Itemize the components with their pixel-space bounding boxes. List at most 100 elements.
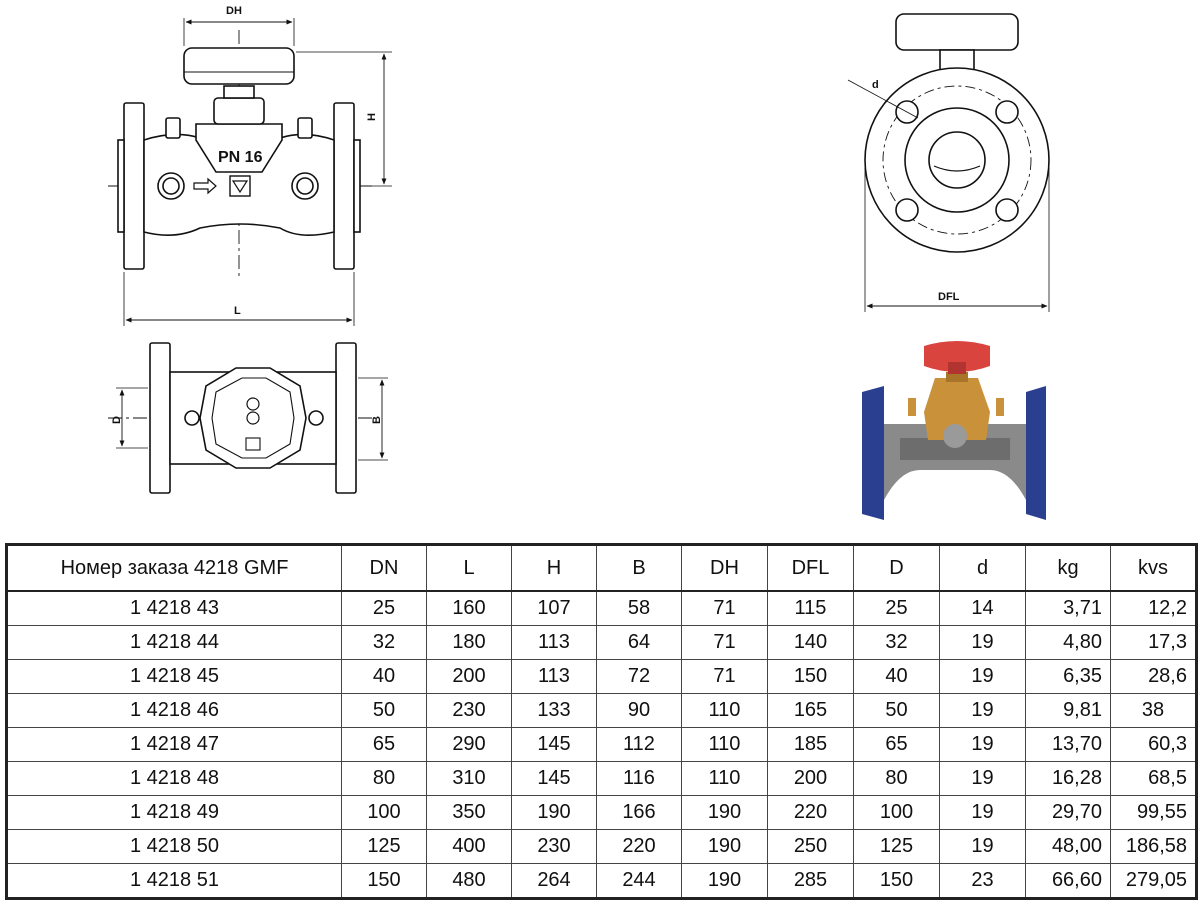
cell-dfl: 250 [767, 829, 854, 864]
cell-dfl: 200 [767, 761, 854, 796]
cell-order-number: 1 4218 44 [6, 625, 342, 660]
cell-dfl: 115 [767, 590, 854, 626]
cell-b: 64 [596, 625, 682, 660]
cell-d-upper: 80 [853, 761, 940, 796]
cell-b: 112 [596, 727, 682, 762]
cell-dn: 65 [341, 727, 427, 762]
table-row: 1 4218 50 125 400 230 220 190 250 125 19… [6, 829, 1197, 864]
cell-kvs: 28,6 [1110, 659, 1197, 694]
cell-kvs: 68,5 [1110, 761, 1197, 796]
cell-kg: 66,60 [1025, 863, 1111, 899]
cell-l: 290 [426, 727, 512, 762]
cell-b: 72 [596, 659, 682, 694]
cell-dn: 50 [341, 693, 427, 728]
dim-label-d: D [111, 416, 123, 424]
header-l: L [426, 544, 512, 592]
cell-dh: 71 [681, 590, 768, 626]
cell-b: 90 [596, 693, 682, 728]
cell-d-upper: 150 [853, 863, 940, 899]
cell-d-upper: 65 [853, 727, 940, 762]
cell-kvs: 12,2 [1110, 590, 1197, 626]
cell-order-number: 1 4218 43 [6, 590, 342, 626]
header-dfl: DFL [767, 544, 854, 592]
cell-order-number: 1 4218 50 [6, 829, 342, 864]
cell-l: 160 [426, 590, 512, 626]
cell-d-lower: 19 [939, 795, 1026, 830]
cell-d-lower: 19 [939, 693, 1026, 728]
cell-d-lower: 19 [939, 829, 1026, 864]
cell-d-upper: 50 [853, 693, 940, 728]
cell-kvs: 99,55 [1110, 795, 1197, 830]
dim-label-bore-d: d [872, 79, 879, 91]
cell-d-lower: 19 [939, 727, 1026, 762]
cell-kg: 3,71 [1025, 590, 1111, 626]
cell-order-number: 1 4218 46 [6, 693, 342, 728]
side-view [847, 13, 1050, 312]
technical-drawing: DH H L PN 16 D B [108, 5, 1050, 520]
header-h: H [511, 544, 597, 592]
cell-d-lower: 19 [939, 625, 1026, 660]
cell-l: 400 [426, 829, 512, 864]
cell-kg: 9,81 [1025, 693, 1111, 728]
cell-h: 230 [511, 829, 597, 864]
cell-kg: 48,00 [1025, 829, 1111, 864]
table-row: 1 4218 44 32 180 113 64 71 140 32 19 4,8… [6, 625, 1197, 660]
cell-l: 230 [426, 693, 512, 728]
cell-kvs: 17,3 [1110, 625, 1197, 660]
cell-l: 350 [426, 795, 512, 830]
header-dh: DH [681, 544, 768, 592]
dim-label-h: H [366, 113, 378, 121]
table-row: 1 4218 49 100 350 190 166 190 220 100 19… [6, 795, 1197, 830]
cell-l: 180 [426, 625, 512, 660]
cell-order-number: 1 4218 45 [6, 659, 342, 694]
cell-h: 145 [511, 761, 597, 796]
front-view [108, 18, 392, 326]
table-row: 1 4218 48 80 310 145 116 110 200 80 19 1… [6, 761, 1197, 796]
table-row: 1 4218 45 40 200 113 72 71 150 40 19 6,3… [6, 659, 1197, 694]
cell-dh: 190 [681, 795, 768, 830]
dim-label-dh: DH [226, 5, 242, 17]
dim-label-l: L [234, 305, 241, 317]
cell-dh: 110 [681, 727, 768, 762]
table-row: 1 4218 51 150 480 264 244 190 285 150 23… [6, 863, 1197, 899]
cell-b: 244 [596, 863, 682, 899]
cell-dfl: 285 [767, 863, 854, 899]
header-kvs: kvs [1110, 544, 1197, 592]
cell-kvs: 186,58 [1110, 829, 1197, 864]
header-d-lower: d [939, 544, 1026, 592]
cell-kvs: 38 [1110, 693, 1197, 728]
cell-b: 220 [596, 829, 682, 864]
cell-kg: 13,70 [1025, 727, 1111, 762]
valve-cutaway-image [862, 341, 1046, 520]
cell-dfl: 165 [767, 693, 854, 728]
cell-h: 145 [511, 727, 597, 762]
cell-dn: 25 [341, 590, 427, 626]
cell-dh: 190 [681, 863, 768, 899]
cell-dh: 71 [681, 659, 768, 694]
cell-kvs: 279,05 [1110, 863, 1197, 899]
cell-h: 133 [511, 693, 597, 728]
cell-kg: 6,35 [1025, 659, 1111, 694]
cell-order-number: 1 4218 51 [6, 863, 342, 899]
cell-order-number: 1 4218 47 [6, 727, 342, 762]
cell-dn: 150 [341, 863, 427, 899]
cell-l: 310 [426, 761, 512, 796]
header-d-upper: D [853, 544, 940, 592]
header-dn: DN [341, 544, 427, 592]
cell-dn: 40 [341, 659, 427, 694]
cell-kg: 29,70 [1025, 795, 1111, 830]
header-kg: kg [1025, 544, 1111, 592]
dim-label-dfl: DFL [938, 291, 960, 303]
specification-table: Номер заказа 4218 GMF DN L H B DH DFL D … [5, 543, 1198, 900]
table-header-row: Номер заказа 4218 GMF DN L H B DH DFL D … [6, 544, 1197, 592]
cell-b: 166 [596, 795, 682, 830]
top-view [108, 342, 388, 494]
cell-dn: 32 [341, 625, 427, 660]
cell-dn: 100 [341, 795, 427, 830]
cell-d-upper: 100 [853, 795, 940, 830]
cell-d-lower: 19 [939, 659, 1026, 694]
cell-kvs: 60,3 [1110, 727, 1197, 762]
cell-dfl: 220 [767, 795, 854, 830]
cell-h: 113 [511, 625, 597, 660]
cell-dfl: 140 [767, 625, 854, 660]
